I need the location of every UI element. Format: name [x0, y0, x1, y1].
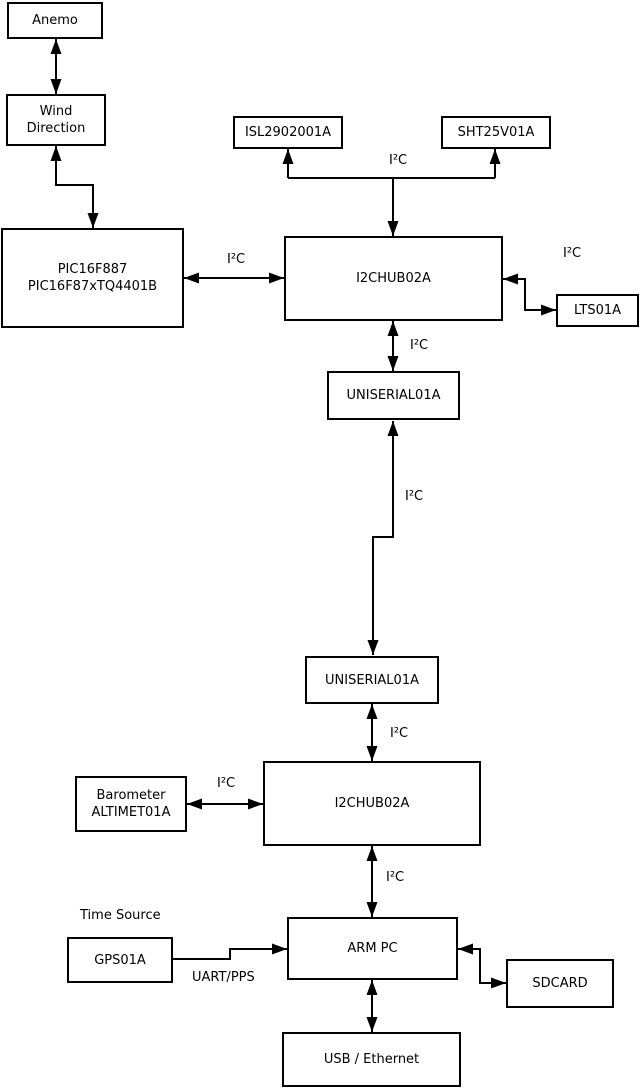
edge-label-i2c-hub1-uniserial1: I²C [410, 338, 429, 353]
node-usb-ethernet: USB / Ethernet [282, 1032, 461, 1087]
node-i2chub-top: I2CHUB02A [284, 236, 503, 321]
node-barometer: Barometer ALTIMET01A [75, 776, 187, 832]
node-gps01a-label: GPS01A [94, 952, 146, 968]
node-isl2902001a: ISL2902001A [233, 116, 343, 149]
edge-label-i2c-uniserial1-uniserial2: I²C [405, 489, 424, 504]
edge-label-uart-pps: UART/PPS [192, 970, 255, 985]
node-uniserial-top: UNISERIAL01A [327, 371, 460, 420]
node-sdcard-label: SDCARD [532, 976, 588, 991]
node-isl2902001a-label: ISL2902001A [244, 125, 332, 140]
node-wind-direction: Wind Direction [6, 94, 106, 146]
node-pic-label-line2: PIC16F87xTQ4401B [27, 279, 158, 294]
node-i2chub-bottom: I2CHUB02A [263, 761, 481, 846]
node-pic-label-line1: PIC16F887 [57, 262, 128, 277]
edge-uniserial1-uniserial2 [367, 421, 399, 655]
node-arm-pc: ARM PC [287, 917, 458, 980]
node-wind-direction-label-line2: Direction [26, 121, 86, 136]
node-barometer-label-line1: Barometer [96, 788, 166, 803]
node-barometer-label-line2: ALTIMET01A [91, 805, 171, 820]
node-uniserial-bottom: UNISERIAL01A [305, 656, 439, 704]
node-lts01a-label: LTS01A [573, 303, 622, 318]
node-i2chub-top-label: I2CHUB02A [356, 271, 431, 286]
node-sdcard: SDCARD [506, 959, 614, 1008]
node-arm-pc-label: ARM PC [347, 941, 398, 956]
node-sht25v01a-label: SHT25V01A [457, 125, 535, 140]
node-lts01a: LTS01A [556, 294, 639, 327]
edge-label-i2c-bus: I²C [389, 153, 408, 168]
edge-armpc-sdcard [458, 943, 506, 989]
node-gps01a: GPS01A [67, 937, 173, 983]
node-i2chub-bottom-label: I2CHUB02A [334, 796, 410, 811]
edge-label-i2c-uniserial2-hub2: I²C [390, 726, 409, 741]
node-uniserial-top-label: UNISERIAL01A [346, 388, 441, 403]
node-usb-ethernet-label: USB / Ethernet [323, 1052, 420, 1067]
annotation-time-source: Time Source [80, 908, 161, 923]
edge-gps-armpc [173, 943, 287, 960]
edge-hub1-lts [503, 273, 556, 316]
node-pic-controller: PIC16F887 PIC16F87xTQ4401B [1, 228, 184, 328]
edge-label-i2c-hub1-lts: I²C [563, 246, 582, 261]
edge-label-i2c-hub2-armpc: I²C [386, 870, 405, 885]
edge-label-i2c-barometer-hub2: I²C [217, 776, 236, 791]
node-anemo-label: Anemo [32, 13, 78, 28]
node-sht25v01a: SHT25V01A [441, 116, 551, 149]
node-anemo: Anemo [7, 2, 103, 39]
node-uniserial-bottom-label: UNISERIAL01A [325, 672, 419, 688]
edge-wind-pic [50, 146, 99, 228]
edge-label-i2c-pic-hub1: I²C [227, 252, 246, 267]
node-wind-direction-label-line1: Wind [39, 104, 73, 119]
